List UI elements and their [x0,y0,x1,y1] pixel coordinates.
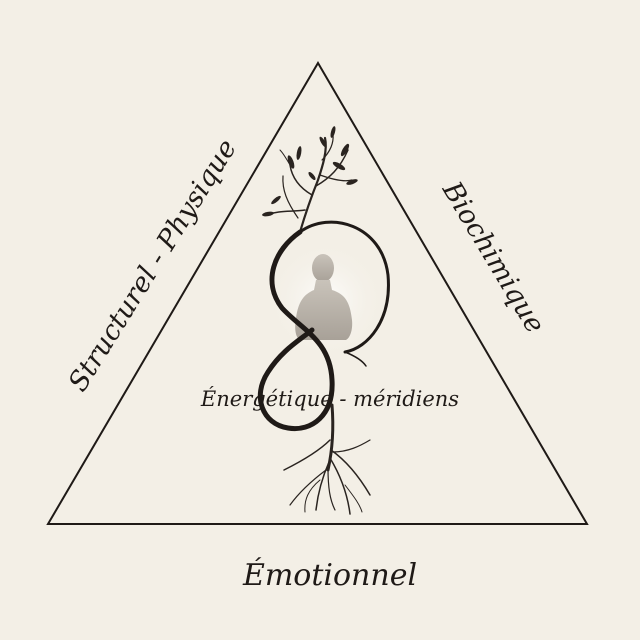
triangle-outline [46,61,589,525]
label-biochimique: Biochimique [436,176,551,339]
label-emotionnel: Émotionnel [242,557,417,593]
label-energetique-meridiens: Énergétique - méridiens [200,387,459,411]
tree-branches-icon [265,133,353,234]
tree-leaves-icon [262,126,358,217]
tree-roots-icon [283,403,371,515]
meditating-figure-icon [295,254,353,340]
tree-trunk-icon [257,220,390,432]
label-structurel-physique: Structurel - Physique [63,134,243,397]
